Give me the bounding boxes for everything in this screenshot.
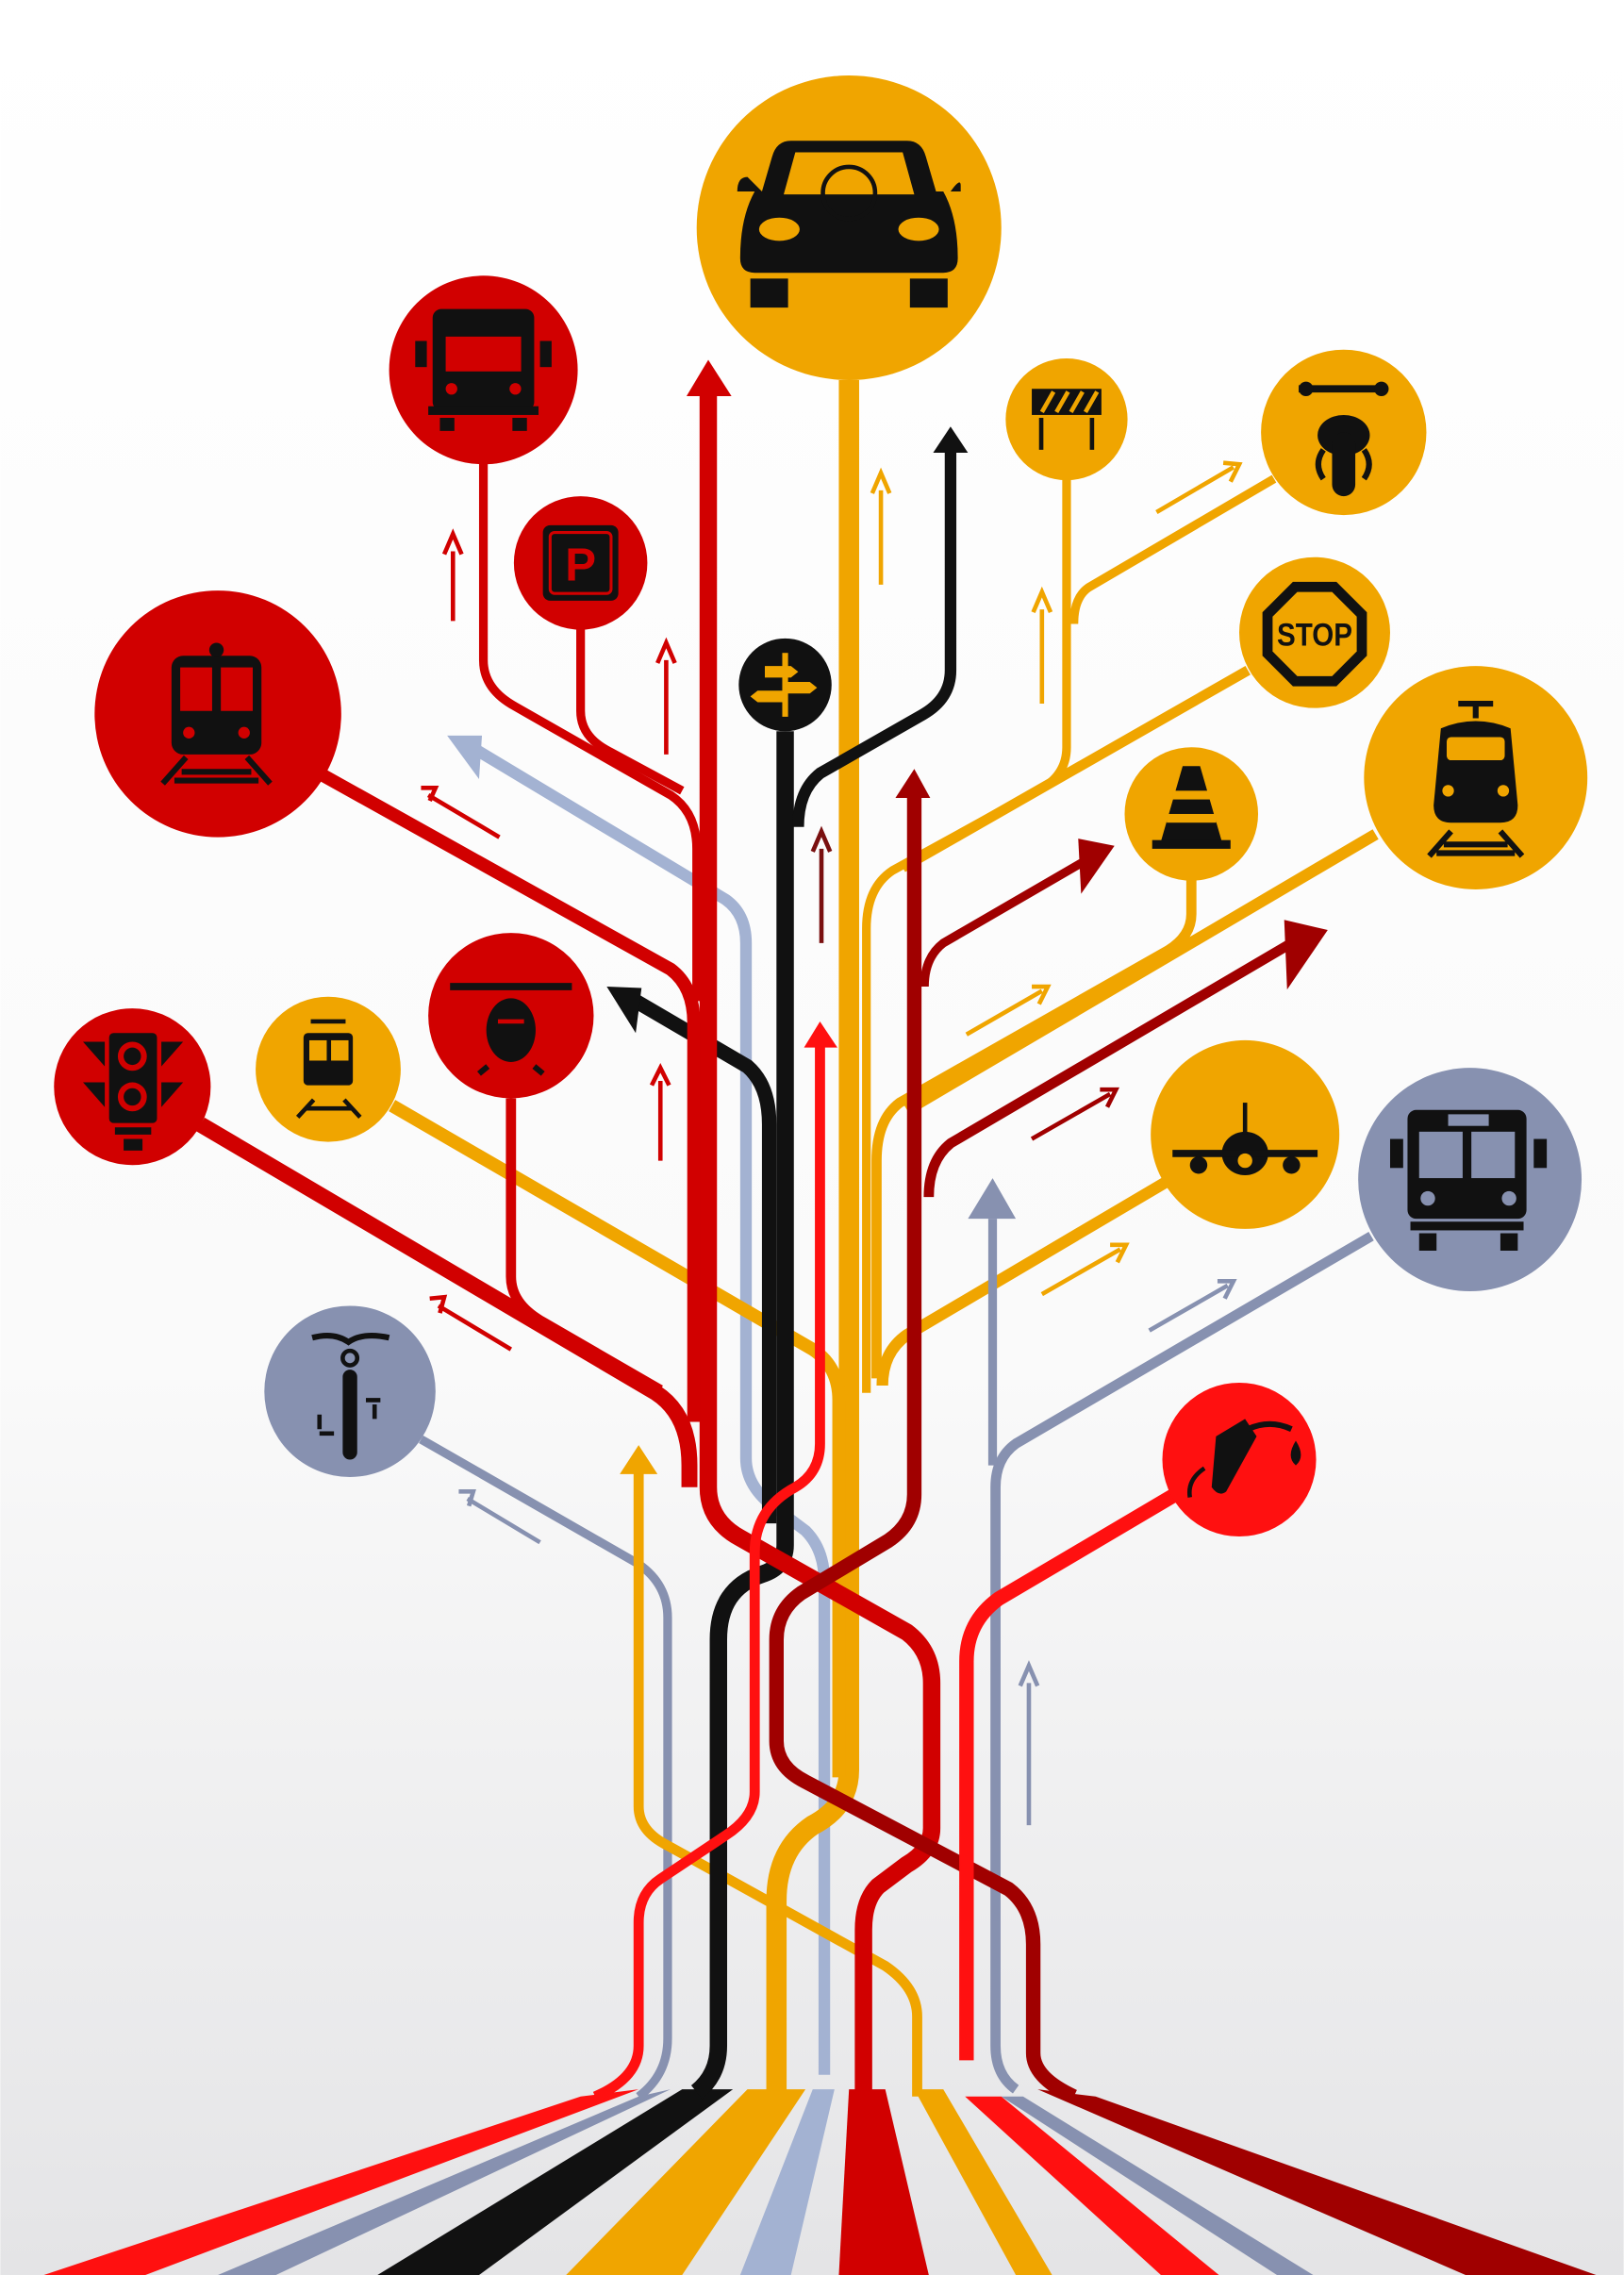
small-arrow [1031,586,1053,705]
branch-red-truck [478,461,702,1002]
small-arrow [458,1489,541,1545]
branch-bright-red-fuel [959,1487,1180,2061]
branch-orange-tram-small [389,1100,846,1778]
small-arrow [1148,1278,1237,1333]
arrow-head-light-blue [447,735,483,780]
fuel-pump-icon [1162,1382,1317,1537]
branch-bright-red-up [592,1044,825,2101]
branch-dark-red-upper [920,855,1091,988]
arrow-head-black-left [606,987,642,1034]
small-arrow [429,1294,512,1352]
traffic-light-icon [54,1008,211,1166]
stop-sign-text: STOP [1277,618,1352,654]
arrow-head-dark-red-lower [1284,920,1328,990]
cable-car-icon [256,996,401,1142]
branch-black-right [792,449,957,827]
roots [43,2089,1597,2275]
small-arrow [655,637,677,755]
car-icon [696,75,1002,381]
branch-red-car-arrow [699,391,941,2097]
small-arrow [965,984,1052,1037]
branch-orange-motorcycle [1069,474,1277,624]
branch-orange-left-arrow [633,1465,922,2097]
branch-red-train [316,767,701,1422]
motorcycle-icon [1261,349,1427,516]
branch-light-blue [469,741,831,2075]
small-arrow [1040,1242,1130,1297]
train-icon [94,590,341,838]
root-grey-left [218,2089,671,2275]
branches [196,380,1379,2103]
small-arrow [870,467,892,585]
parking-sign-text: P [565,539,596,590]
tram-icon [1364,666,1588,889]
root-black [377,2089,734,2275]
branch-red-parking [576,626,685,795]
bus-icon [1358,1068,1583,1292]
branch-orange-tram [903,829,1379,1116]
small-arrow [421,785,501,839]
airplane-icon [1151,1039,1340,1229]
branch-orange-stop [900,666,1251,872]
branch-orange-barrier [862,478,1071,1393]
branch-orange-main [766,380,859,2097]
small-arrow [810,825,833,943]
arrow-head-red-top [686,359,732,396]
branch-grey-bike [419,1435,672,2101]
small-arrow [1018,1660,1040,1826]
road-barrier-icon [1005,357,1128,481]
truck-icon [389,275,578,465]
small-arrow [649,1063,671,1161]
small-arrows [421,460,1243,1826]
root-bright-red-right [965,2096,1219,2275]
helicopter-icon [428,933,594,1099]
branch-grey-bus [990,1231,1374,2094]
root-dark-red-right [1037,2089,1597,2275]
root-orange [566,2089,806,2275]
arrowheads [447,359,1328,1474]
small-arrow [1155,460,1243,514]
arrow-head-orange [620,1445,658,1474]
root-bright-red-left [43,2089,639,2275]
root-grey-right [1001,2096,1314,2275]
arrow-head-dark-red-upper [1078,839,1115,894]
traffic-cone-icon [1124,747,1259,881]
parking-icon: P [513,496,648,630]
root-red [838,2089,929,2275]
branch-dark-red-lower [923,938,1295,1198]
root-light-blue [739,2089,835,2275]
root-orange-right [914,2089,1052,2275]
bicycle-icon [264,1305,436,1477]
arrow-head-dark-red [895,769,931,799]
signpost-icon [738,638,832,732]
arrow-head-black-top [933,426,969,453]
branch-orange-cone [871,879,1197,1379]
arrow-head-grey [968,1178,1017,1220]
branch-orange-plane [876,1177,1168,1387]
stop-sign-icon: STOP [1239,556,1390,708]
branch-black-left [632,994,777,1524]
branch-red-traffic-light [196,1117,698,1487]
small-arrow [441,528,464,622]
branch-dark-red-up [769,790,1078,2103]
small-arrow [1030,1087,1120,1141]
arrow-head-bright-red [804,1021,837,1048]
